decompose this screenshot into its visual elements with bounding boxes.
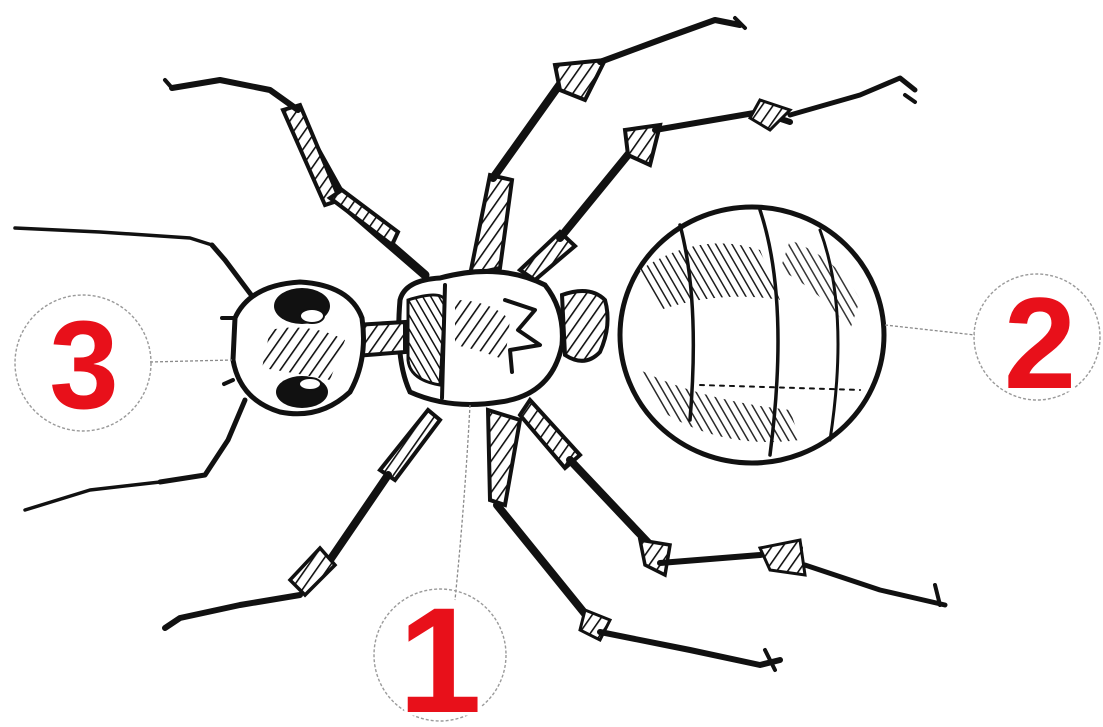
abdomen xyxy=(620,207,884,463)
front-leg-upper-left xyxy=(165,80,425,275)
label-head-number: 3 xyxy=(49,296,119,435)
label-thorax-number: 1 xyxy=(398,576,481,727)
thorax xyxy=(399,271,563,404)
petiole xyxy=(562,291,608,361)
leader-line-1 xyxy=(455,405,470,600)
leader-line-2 xyxy=(885,325,975,335)
leader-line-3 xyxy=(150,360,232,362)
head xyxy=(222,282,364,414)
label-abdomen-number: 2 xyxy=(1004,270,1076,416)
